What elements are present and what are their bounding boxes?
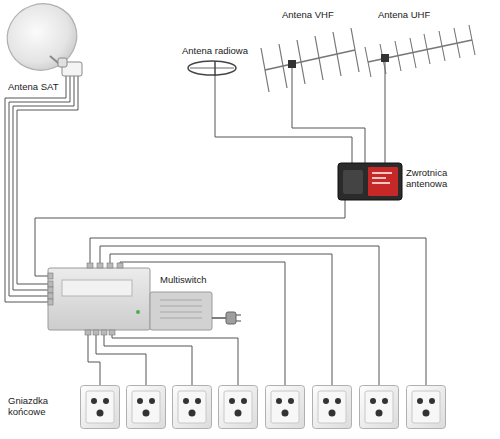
power-supply-vents	[160, 300, 202, 318]
uhf-antenna	[365, 25, 475, 77]
component-label: Antena UHF	[378, 10, 442, 21]
antenna-element	[261, 48, 269, 92]
power-cord	[212, 317, 226, 319]
outlet-cable	[88, 330, 100, 385]
vhf-antenna	[261, 28, 359, 92]
multiswitch-housing	[48, 268, 150, 330]
satellite-dish	[0, 0, 86, 80]
wall-socket	[313, 386, 352, 429]
antenna-combiner	[338, 163, 402, 200]
plug-prong	[236, 314, 241, 315]
antenna-element	[315, 36, 323, 80]
antenna-element	[454, 28, 460, 58]
combiner-housing	[338, 163, 402, 200]
wall-socket	[360, 386, 399, 429]
radio-antenna	[188, 61, 236, 76]
antenna-element	[351, 28, 359, 72]
radio-ring	[188, 61, 236, 75]
wall-sockets	[81, 386, 446, 429]
cable-group	[5, 59, 426, 385]
antenna-element	[469, 25, 475, 55]
antenna-element	[333, 32, 341, 76]
antenna-dipole-box	[381, 54, 389, 62]
antenna-element	[439, 31, 445, 61]
antenna-element	[424, 34, 430, 64]
power-plug	[226, 312, 236, 324]
vhf-cable	[292, 66, 365, 163]
plug-prong	[236, 320, 241, 321]
antenna-element	[365, 47, 371, 77]
component-label: Antena SAT	[8, 82, 64, 93]
wall-socket	[219, 386, 258, 429]
power-supply	[150, 292, 212, 330]
outlet-cable	[112, 330, 238, 385]
antenna-boom	[265, 50, 355, 70]
wall-socket	[266, 386, 305, 429]
wall-socket	[407, 386, 446, 429]
component-label: Antena radiowa	[178, 46, 252, 57]
radio-bar	[190, 68, 234, 69]
antenna-element	[297, 40, 305, 84]
component-label: Gniazdka końcowe	[8, 396, 64, 418]
combiner-panel	[368, 167, 398, 196]
combiner-print	[372, 182, 390, 184]
component-label: Antena VHF	[282, 10, 346, 21]
combiner-print	[372, 177, 386, 179]
antenna-element	[410, 38, 416, 68]
antenna-element	[279, 44, 287, 88]
dish-reflector	[0, 0, 86, 80]
multiswitch-unit	[48, 263, 241, 335]
lnb-feedhorn	[58, 58, 67, 67]
sat-cable	[9, 76, 70, 296]
antenna-boom	[368, 40, 472, 62]
wall-socket	[81, 386, 120, 429]
antenna-element	[395, 41, 401, 71]
wall-socket	[127, 386, 166, 429]
sat-cable	[17, 76, 78, 284]
radio-cable	[215, 74, 352, 163]
antenna-dipole-box	[288, 60, 296, 68]
sat-cable	[13, 76, 74, 290]
multiswitch-plate	[62, 280, 132, 296]
component-label: Zwrotnica antenowa	[406, 168, 460, 190]
component-label: Multiswitch	[160, 275, 220, 286]
combiner-lid	[343, 170, 363, 194]
wall-socket	[173, 386, 212, 429]
status-led	[136, 310, 140, 314]
radio-mast	[214, 61, 216, 76]
combiner-print	[372, 172, 392, 174]
multiswitch-connectors	[48, 263, 123, 335]
uhf-cable	[385, 59, 386, 163]
